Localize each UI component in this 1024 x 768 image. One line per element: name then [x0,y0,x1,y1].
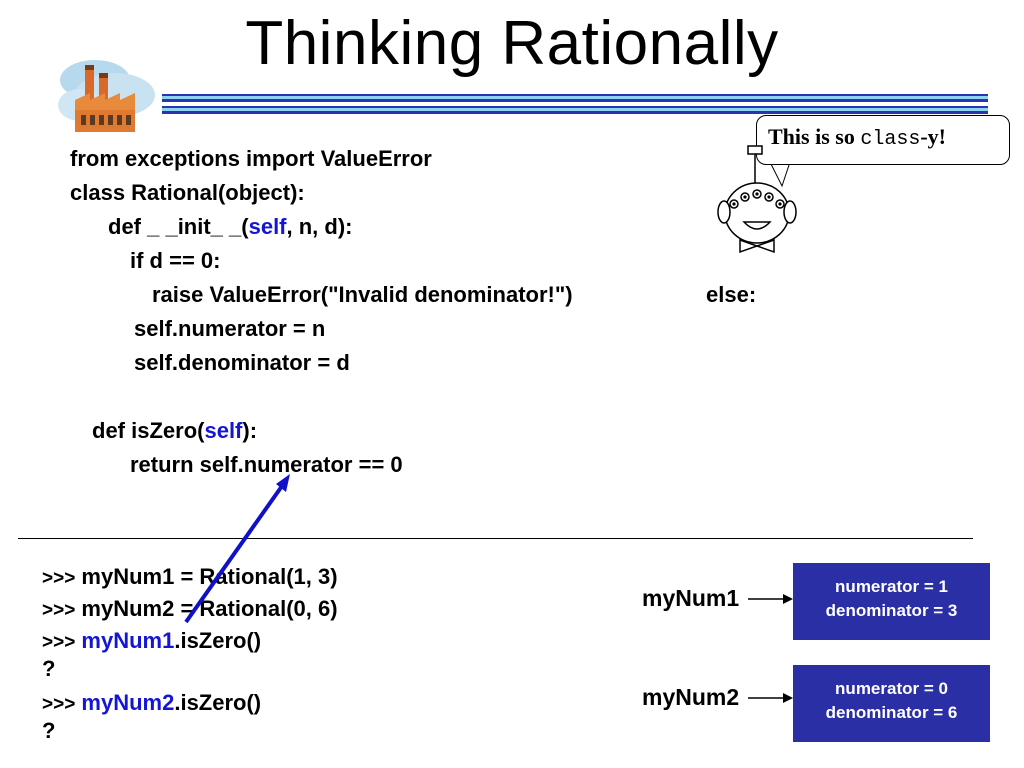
object-denominator: denominator = 6 [825,703,958,722]
slide-title: Thinking Rationally [245,9,779,78]
code-line-7: self.denominator = d [134,350,350,375]
shell-result-2: ? [42,718,56,743]
code-line-1: from exceptions import ValueError [70,146,432,171]
shell-line-1: >>> myNum1 = Rational(1, 3) [42,564,338,589]
var-label-mynum1: myNum1 [642,585,740,611]
speech-bubble [756,115,1010,165]
shell-result-1: ? [42,656,56,681]
code-line-6: self.numerator = n [134,316,326,341]
code-line-9: return self.numerator == 0 [130,452,403,477]
title-rule [162,94,988,114]
object-box-mynum2: numerator = 0 denominator = 6 [793,665,990,742]
code-line-8: def isZero(self): [92,418,258,443]
section-divider [18,538,973,539]
factory-icon [58,60,155,132]
code-line-2: class Rational(object): [70,180,305,205]
object-box-mynum1: numerator = 1 denominator = 3 [793,563,990,640]
object-numerator: numerator = 0 [835,679,948,698]
reference-arrow-mynum2 [748,693,793,703]
object-numerator: numerator = 1 [835,577,948,596]
shell-line-3: >>> myNum1.isZero() [42,628,262,653]
self-keyword: self [248,214,287,239]
code-line-4: if d == 0: [130,248,221,273]
shell-line-2: >>> myNum2 = Rational(0, 6) [42,596,338,621]
object-denominator: denominator = 3 [825,601,958,620]
self-keyword: self [204,418,243,443]
code-line-3: def _ _init_ _(self, n, d): [108,214,353,239]
var-label-mynum2: myNum2 [642,684,740,710]
reference-arrow-mynum1 [748,594,793,604]
code-line-5: raise ValueError("Invalid denominator!") [152,282,573,307]
speech-bubble-text: This is so class-y! [768,124,946,151]
shell-line-4: >>> myNum2.isZero() [42,690,262,715]
code-line-5-else: else: [706,282,757,307]
